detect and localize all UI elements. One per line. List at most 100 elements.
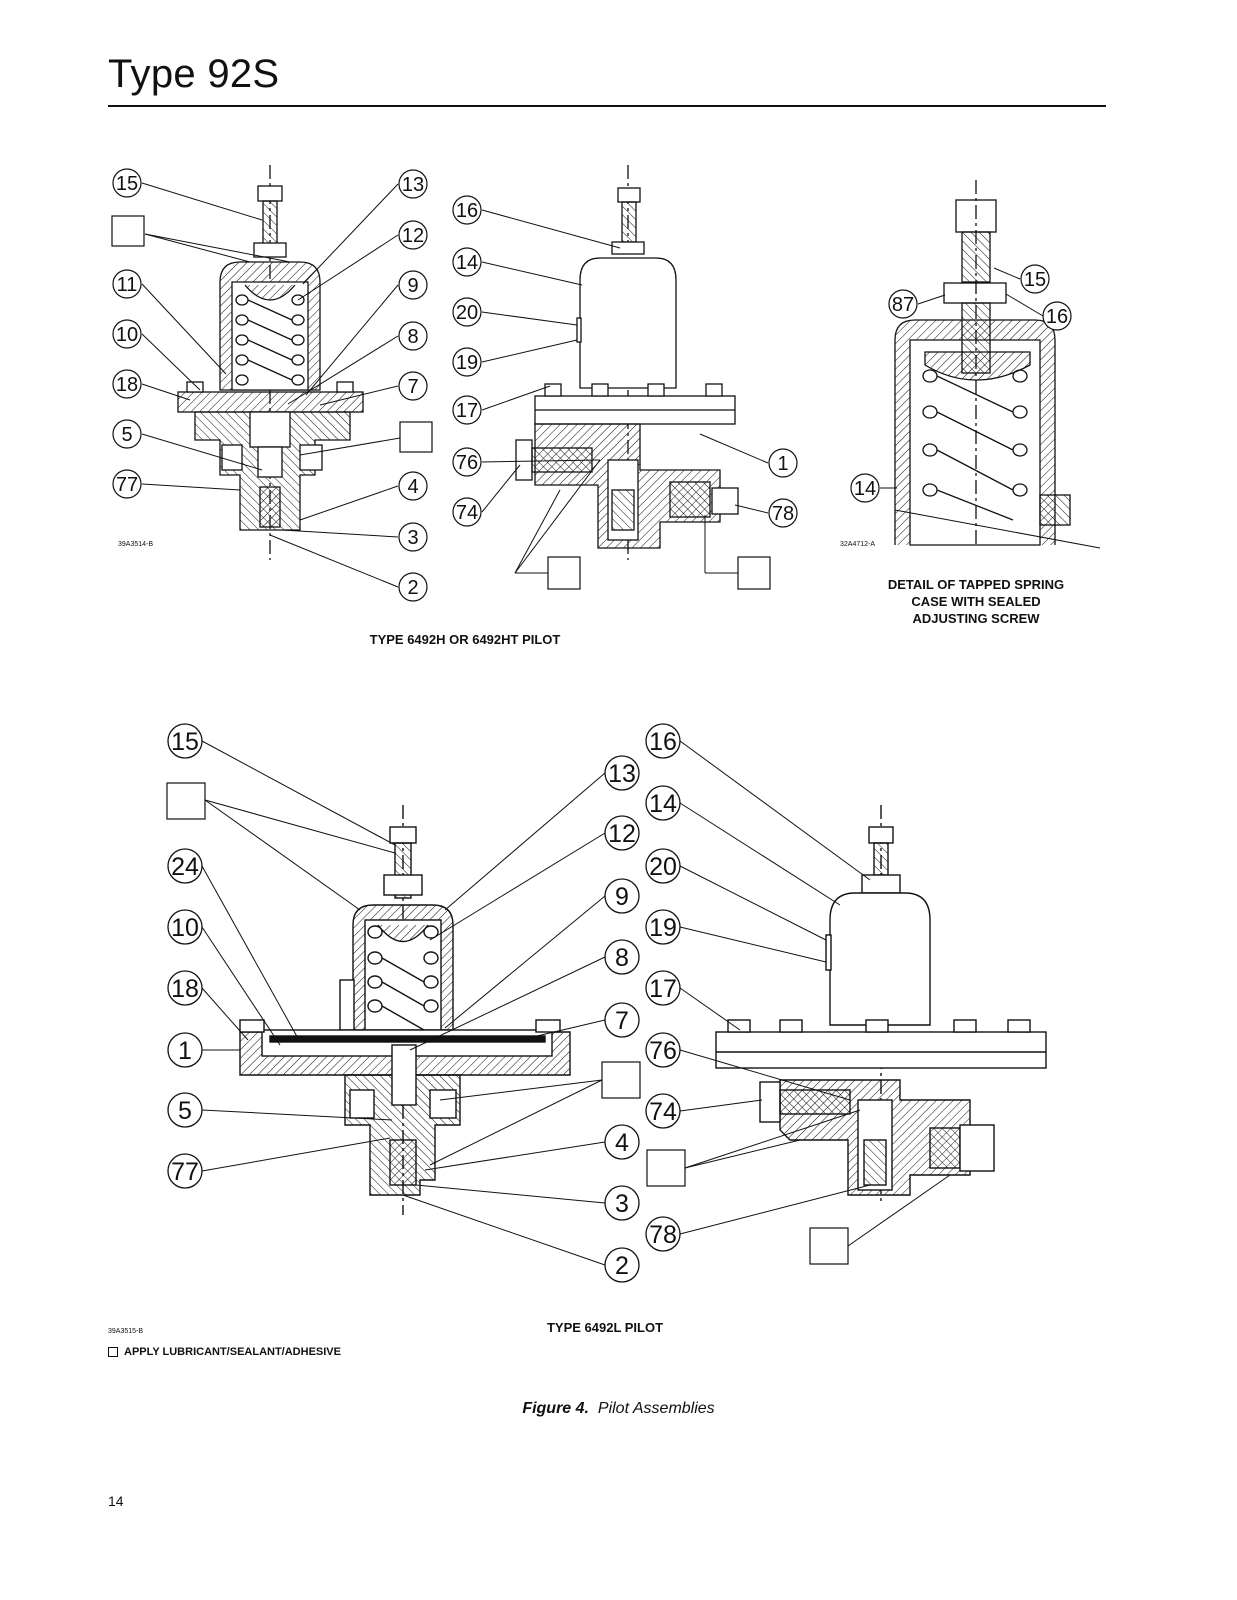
detail-spring [922,369,1028,521]
callout-15: 15 [167,723,203,759]
lubricant-box [166,782,206,820]
callout-18: 18 [112,369,142,399]
svg-text:13: 13 [402,174,424,196]
svg-text:77: 77 [116,474,138,496]
svg-text:3: 3 [615,1190,629,1218]
legend: APPLY LUBRICANT/SEALANT/ADHESIVE [108,1346,341,1358]
drawing-number: 39A3514-B [118,541,154,548]
svg-text:15: 15 [1024,269,1046,291]
svg-text:8: 8 [407,326,418,348]
callout-16: 16 [645,723,681,759]
callout-5: 5 [112,419,142,449]
svg-text:15: 15 [171,728,199,756]
svg-text:16: 16 [456,200,478,222]
svg-text:19: 19 [649,914,677,942]
l-side-bolts [727,1019,1031,1033]
callout-12: 12 [398,220,428,250]
lubricant-box [646,1149,686,1187]
l-pilot-side-view [715,805,1047,1205]
h-pilot-side-view [515,165,739,560]
svg-text:2: 2 [407,577,418,599]
callout-16: 16 [452,195,482,225]
detail-callout-circles: 15 87 16 14 [850,264,1072,503]
svg-text:4: 4 [615,1129,629,1157]
lubricant-box [601,1061,641,1099]
callout-1: 1 [167,1032,203,1068]
svg-text:14: 14 [649,790,677,818]
callout-19: 19 [452,347,482,377]
lubricant-box [809,1227,849,1265]
page-number: 14 [108,1493,124,1509]
detail-tapped-spring-case [894,180,1101,549]
callout-18: 18 [167,970,203,1006]
callout-11: 11 [112,269,142,299]
header-rule [108,105,1106,107]
callout-1: 1 [768,448,798,478]
detail-caption-line: ADJUSTING SCREW [912,611,1040,626]
h-side-callouts [481,209,769,574]
svg-text:1: 1 [777,453,788,475]
callout-4: 4 [604,1124,640,1160]
callout-15: 15 [1020,264,1050,294]
svg-text:13: 13 [608,760,636,788]
callout-2: 2 [604,1247,640,1283]
callout-7: 7 [398,371,428,401]
l-pilot-callout-circles: 15 24 10 18 1 5 77 13 12 9 8 7 4 3 2 [166,723,641,1283]
callout-4: 4 [398,471,428,501]
figure-label: Figure 4. [522,1400,589,1417]
callout-14: 14 [452,247,482,277]
h-side-bolts [544,383,723,397]
h-spring [235,294,305,386]
callout-14: 14 [645,785,681,821]
lubricant-box [399,421,433,453]
h-pilot-callouts [141,182,401,588]
svg-text:87: 87 [892,294,914,316]
callout-13: 13 [398,169,428,199]
callout-15: 15 [112,168,142,198]
legend-box-icon [108,1347,118,1357]
svg-text:12: 12 [608,820,636,848]
svg-text:77: 77 [171,1158,199,1186]
detail-callouts [880,267,1044,489]
l-pilot-callouts [201,740,606,1266]
svg-text:8: 8 [615,944,629,972]
callout-14: 14 [850,473,880,503]
svg-text:9: 9 [407,275,418,297]
lubricant-box [737,556,771,590]
svg-text:74: 74 [649,1098,677,1126]
callout-3: 3 [398,522,428,552]
svg-text:2: 2 [615,1252,629,1280]
svg-text:3: 3 [407,527,418,549]
svg-text:76: 76 [649,1037,677,1065]
figure-caption: Figure 4. Pilot Assemblies [0,1400,1237,1418]
callout-10: 10 [167,909,203,945]
callout-16: 16 [1042,301,1072,331]
h-pilot-callout-circles: 15 11 10 18 5 77 13 12 9 8 7 4 3 2 [111,168,433,602]
svg-text:20: 20 [456,302,478,324]
callout-8: 8 [604,939,640,975]
figure-text: Pilot Assemblies [597,1400,715,1417]
legend-text: APPLY LUBRICANT/SEALANT/ADHESIVE [124,1346,341,1358]
svg-text:76: 76 [456,452,478,474]
callout-78: 78 [768,498,798,528]
h-side-callout-circles: 16 14 20 19 17 76 74 1 78 [452,195,798,590]
callout-10: 10 [112,319,142,349]
callout-74: 74 [645,1093,681,1129]
callout-87: 87 [888,289,918,319]
l-pilot-section [239,805,571,1215]
svg-text:24: 24 [171,853,199,881]
svg-text:18: 18 [116,374,138,396]
callout-20: 20 [645,848,681,884]
lubricant-box [111,215,145,247]
svg-text:12: 12 [402,225,424,247]
l-spring [367,925,439,1031]
svg-text:7: 7 [615,1007,629,1035]
callout-3: 3 [604,1185,640,1221]
svg-text:74: 74 [456,502,478,524]
drawing-number: 39A3515-B [108,1328,144,1335]
l-pilot-caption: TYPE 6492L PILOT [546,1320,664,1335]
svg-text:10: 10 [116,324,138,346]
callout-76: 76 [452,447,482,477]
svg-text:5: 5 [121,424,132,446]
